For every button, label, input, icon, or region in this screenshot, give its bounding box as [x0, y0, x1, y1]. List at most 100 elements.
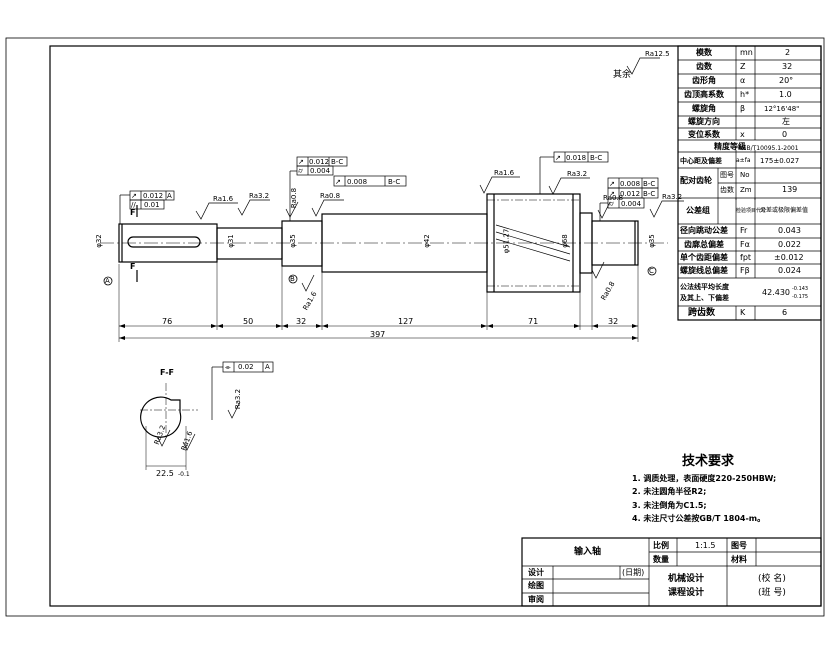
section-mark-top: F: [130, 208, 136, 217]
title-block: 输入轴 比例 1:1.5 图号 数量 材料 设计 (日期) 绘图 审阅 机械设计…: [522, 538, 821, 606]
mesh-row-sym: Zm: [740, 186, 752, 194]
diameter-label-4: φ42: [422, 234, 431, 248]
param-row-name: 精度等级: [714, 142, 746, 151]
param-row-sym: h*: [740, 90, 750, 99]
material-label: 材料: [731, 555, 747, 564]
gear-pitch-lines: [487, 199, 580, 287]
roughness-label-2: Ra3.2: [249, 192, 270, 200]
tol-left-runout-icon: ↗: [131, 192, 137, 200]
tol-shoulder-runout-datum: B-C: [388, 178, 401, 186]
param-row-val: 1.0: [779, 90, 792, 99]
mesh-label: 配对齿轮: [680, 176, 712, 185]
tol-section-sym-value: 0.02: [238, 363, 254, 371]
param-row-val: 12°16'48": [764, 105, 800, 113]
roughness-others-label: 其余: [613, 70, 632, 80]
length-label-5: 71: [528, 317, 539, 326]
tol-shoulder-runout-value: 0.008: [347, 178, 368, 186]
param-row-sym: α: [740, 76, 746, 85]
tol-row-name: 齿廓总偏差: [684, 240, 724, 249]
tol-section-sym-datum: A: [265, 363, 270, 371]
tol-right-runout-1-icon: ↗: [609, 180, 615, 188]
class-number: (班 号): [758, 588, 786, 598]
tol-mid-cyl-value: 0.004: [310, 167, 331, 175]
scale-value: 1:1.5: [695, 541, 716, 550]
diameter-label-6: φ68: [560, 234, 569, 248]
tol-right-runout-2-datum: B-C: [643, 190, 656, 198]
wk-lower-dev: -0.175: [792, 294, 809, 300]
wk-label-2: 及其上、下偏差: [680, 294, 729, 302]
tol-left-parallel-icon: //: [131, 201, 136, 209]
tol-right-runout-2-value: 0.012: [620, 190, 641, 198]
tol-row-sym: Fr: [740, 226, 748, 235]
param-row-sym: mn: [740, 48, 753, 57]
part-name: 输入轴: [574, 547, 602, 557]
diameter-label-2: φ31: [226, 234, 235, 248]
length-label-3: 32: [296, 317, 307, 326]
length-label-1: 76: [162, 317, 173, 326]
draw-label: 绘图: [528, 581, 544, 590]
diameter-label-5: φ51.27: [502, 228, 511, 254]
param-row-sym: Z: [740, 62, 746, 71]
tol-mid-runout-icon: ↗: [298, 158, 304, 166]
param-row-val: 175±0.027: [760, 157, 800, 165]
length-label-2: 50: [243, 317, 254, 326]
tol-row-name: 螺旋线总偏差: [680, 266, 728, 275]
tol-row-sym: Fβ: [740, 266, 750, 275]
section-dim-tol: -0.1: [178, 471, 190, 478]
param-row-name: 齿形角: [692, 76, 716, 85]
tol-row-name: 径向跳动公差: [680, 226, 728, 235]
review-label: 审阅: [528, 595, 544, 604]
roughness-others-value: Ra12.5: [645, 50, 670, 58]
wk-value: 42.430: [762, 288, 790, 297]
datum-circles: [103, 266, 657, 286]
tol-mid-runout-value: 0.012: [309, 158, 330, 166]
tech-item: 3. 未注倒角为C1.5;: [632, 501, 707, 510]
scale-label: 比例: [653, 541, 669, 550]
tol-gear-runout-datum: B-C: [590, 154, 603, 162]
tol-left-runout-datum: A: [167, 192, 172, 200]
tol-right-cyl-value: 0.004: [621, 200, 642, 208]
mesh-row-val: 139: [782, 185, 798, 194]
param-row-name: 变位系数: [688, 130, 720, 139]
tol-row-val: ±0.012: [774, 253, 804, 262]
mesh-row-sym: No: [740, 171, 750, 179]
tech-item: 2. 未注圆角半径R2;: [632, 487, 707, 496]
param-row-sym: x: [740, 130, 745, 139]
section-view: [140, 361, 274, 470]
shaft-outline: [118, 193, 639, 293]
param-row-val: 20°: [779, 76, 794, 85]
diameter-label-1: φ32: [94, 234, 103, 248]
roughness-label-4: Ra0.8: [320, 192, 341, 200]
tol-gear-runout-icon: ↗: [555, 154, 561, 162]
param-row-name: 齿顶高系数: [684, 90, 724, 99]
tol-row-val: 0.043: [778, 226, 801, 235]
length-label-total: 397: [370, 330, 386, 339]
param-row-name: 中心距及偏差: [680, 157, 722, 165]
inner-frame: [49, 45, 822, 607]
datum-a-label: A: [105, 277, 110, 285]
roughness-label-1: Ra1.6: [213, 195, 234, 203]
roughness-label-7: Ra0.8: [603, 194, 624, 202]
tech-title: 技术要求: [682, 454, 735, 469]
param-row-val: 2: [785, 48, 791, 57]
wk-label-1: 公法线平均长度: [680, 283, 729, 291]
param-row-val: 8GB/T10095.1-2001: [738, 145, 799, 152]
section-view-title: F-F: [160, 368, 175, 377]
wk-upper-dev: -0.143: [792, 286, 809, 292]
tol-left-parallel-value: 0.01: [144, 201, 160, 209]
dimension-arrows: [119, 324, 638, 340]
length-label-4: 127: [398, 317, 414, 326]
tech-item: 1. 调质处理，表面硬度220-250HBW;: [632, 474, 777, 483]
section-dim-value: 22.5: [156, 469, 174, 478]
roughness-label-11: Ra3.2: [234, 388, 243, 410]
roughness-label-6: Ra3.2: [567, 170, 588, 178]
param-row-name: 模数: [696, 48, 712, 57]
length-dimensions: [118, 262, 639, 342]
tolerance-frames: [119, 151, 659, 224]
param-table-grid: [677, 45, 822, 321]
school-name: (校 名): [758, 574, 786, 584]
tol-row-val: 0.022: [778, 240, 801, 249]
diameter-label-3: φ35: [288, 234, 297, 248]
param-row-val: 左: [782, 117, 790, 126]
tol-group-sub: 检验项目代号: [736, 208, 767, 214]
